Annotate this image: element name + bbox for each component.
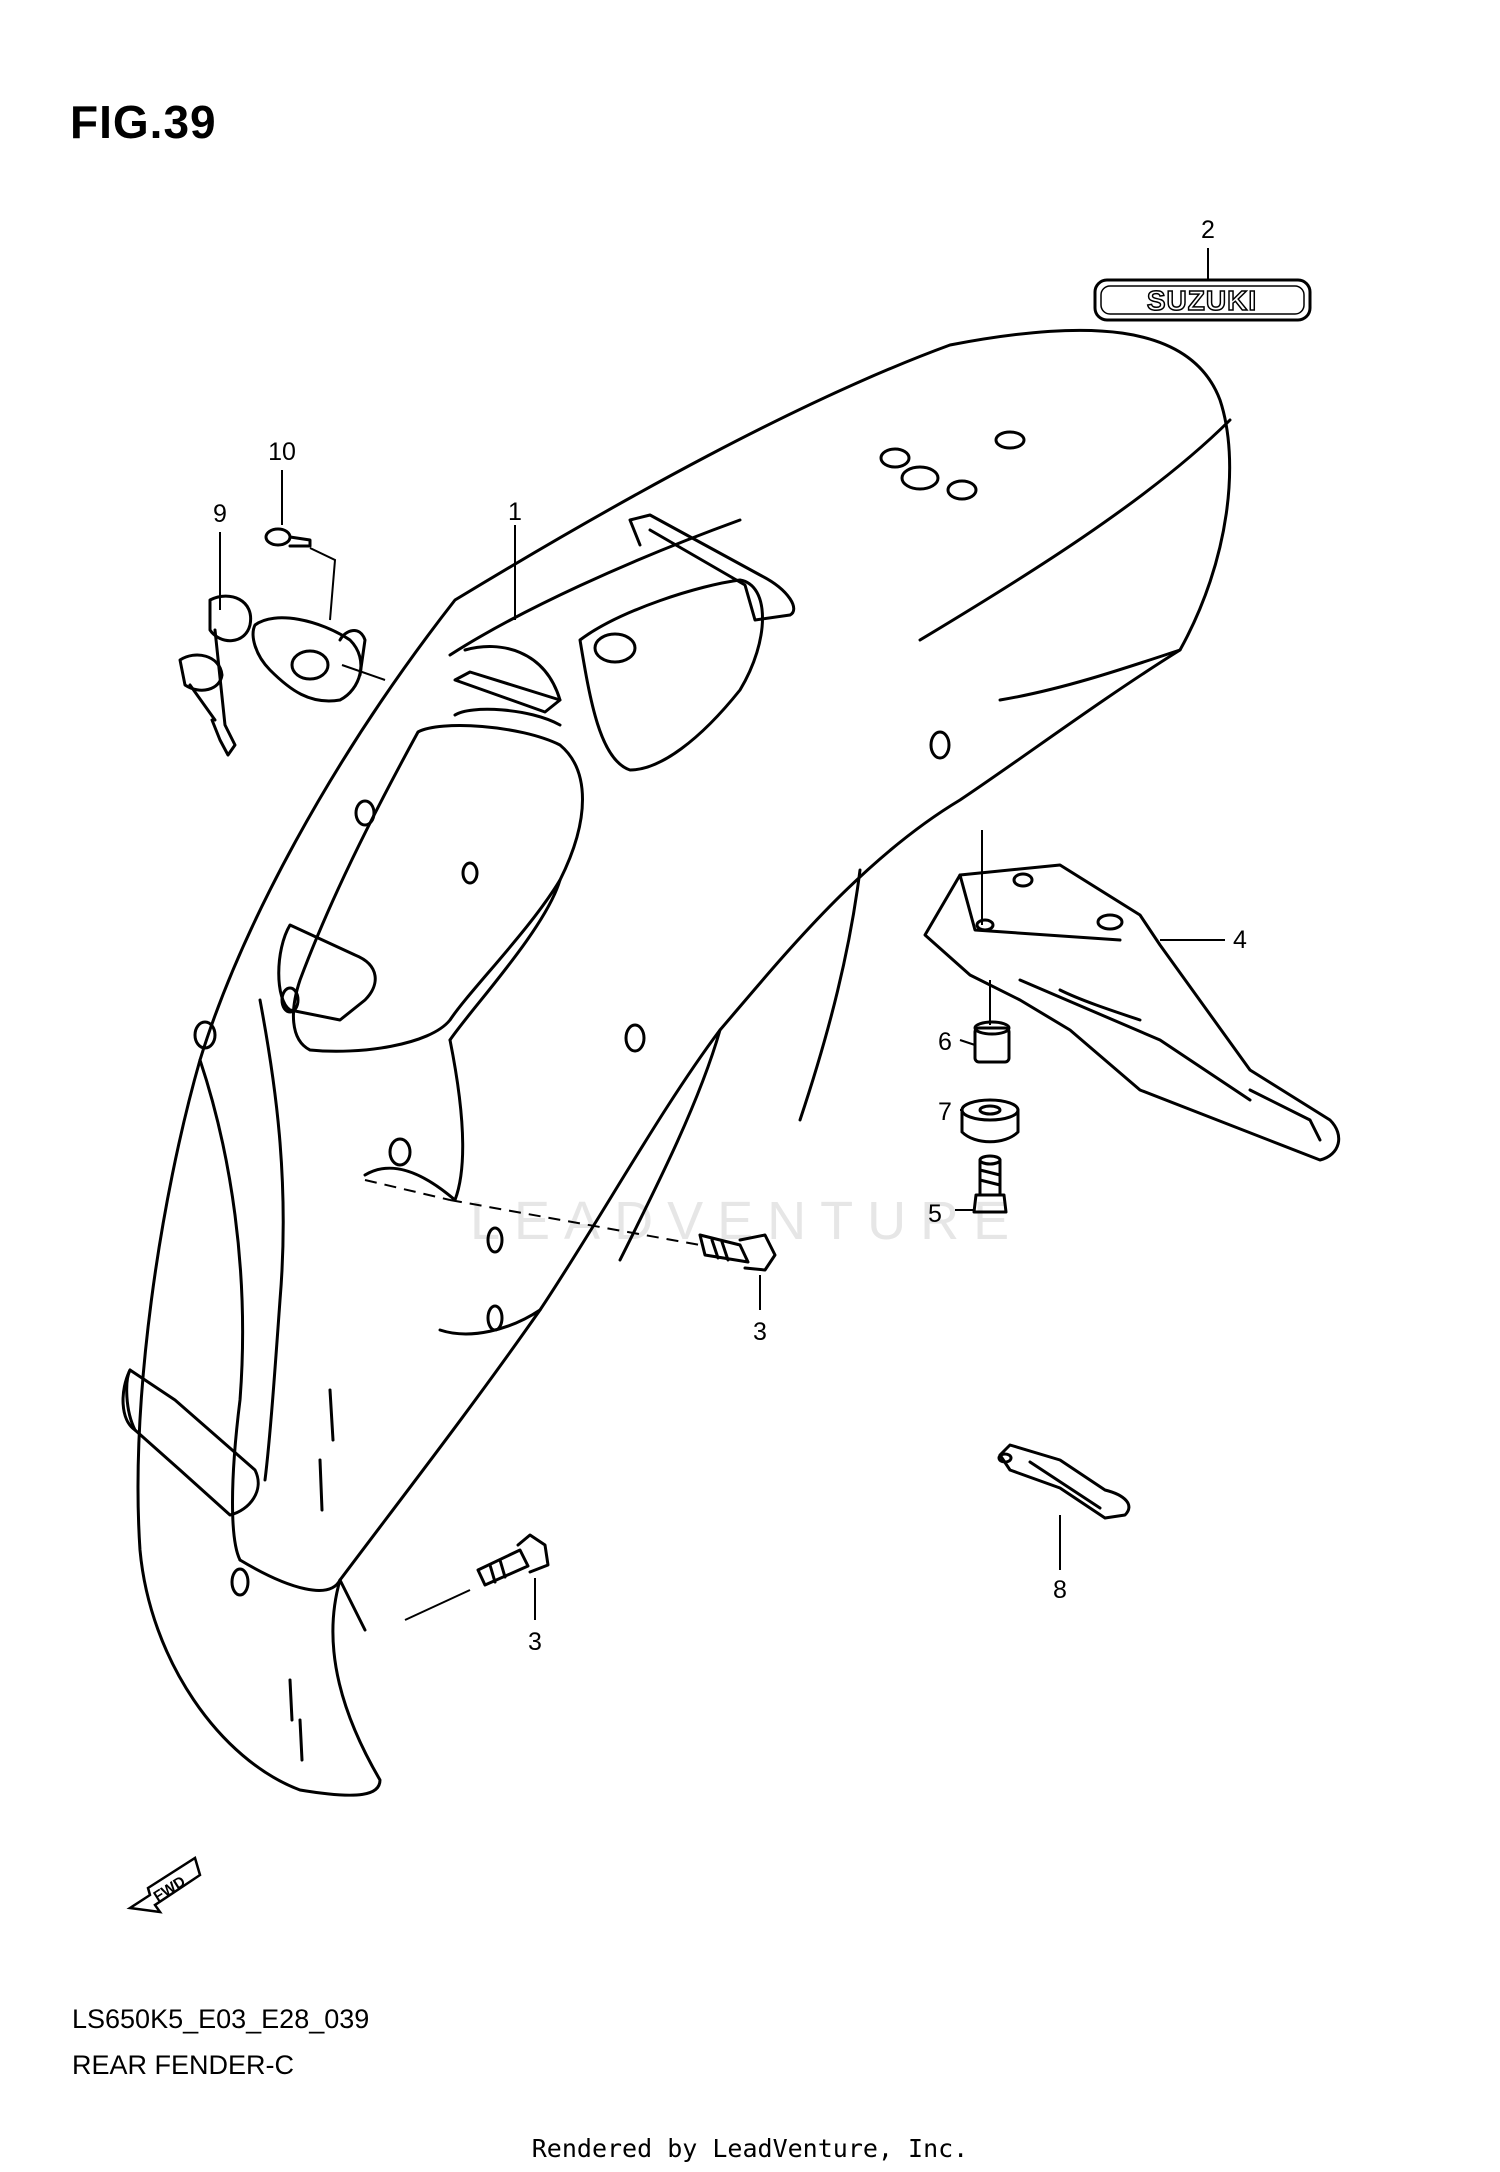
callout-6: 6 — [938, 1028, 952, 1056]
clamp-part — [997, 1443, 1131, 1520]
rear-bracket-part — [923, 863, 1341, 1162]
model-code: LS650K5_E03_E28_039 — [72, 2004, 370, 2034]
suzuki-emblem-text: SUZUKI — [1147, 285, 1257, 316]
spacer-part — [973, 1020, 1011, 1064]
bolt-lower-part — [476, 1533, 550, 1587]
fwd-arrow-icon: FWD — [126, 1856, 202, 1914]
seat-lock-part — [251, 616, 367, 703]
callout-4: 4 — [1233, 926, 1247, 954]
callout-2: 2 — [1201, 216, 1215, 244]
key-part — [178, 594, 253, 757]
callout-3-upper: 3 — [753, 1318, 767, 1346]
callout-10: 10 — [268, 438, 296, 466]
grommet-part — [960, 1098, 1020, 1144]
figure-title: FIG.39 — [70, 96, 217, 148]
callout-5: 5 — [928, 1200, 942, 1228]
section-name: REAR FENDER-C — [72, 2050, 295, 2080]
screw-part — [972, 1154, 1008, 1214]
suzuki-emblem: SUZUKI — [1093, 278, 1312, 322]
lock-screw-part — [264, 527, 312, 548]
callout-8: 8 — [1053, 1576, 1067, 1604]
rendered-by-credit: Rendered by LeadVenture, Inc. — [531, 2134, 969, 2163]
callout-3-lower: 3 — [528, 1628, 542, 1656]
bolt-upper-part — [698, 1233, 777, 1272]
callout-1: 1 — [508, 498, 522, 526]
callout-7: 7 — [938, 1098, 952, 1126]
callout-9: 9 — [213, 500, 227, 528]
rear-fender-part — [121, 328, 1232, 1797]
